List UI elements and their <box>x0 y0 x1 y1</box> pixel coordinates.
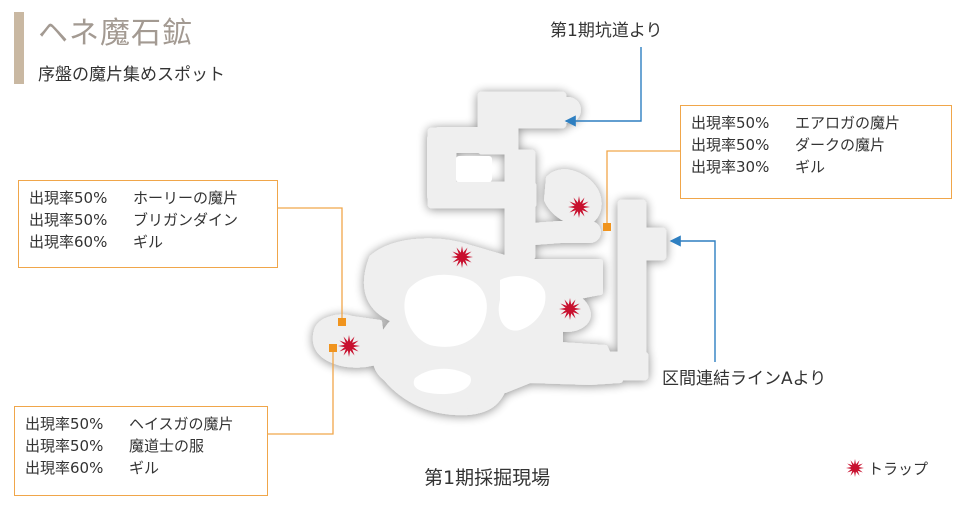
loot-row: 出現率50%魔道士の服 <box>25 437 205 455</box>
leader-line-left-bottom <box>268 348 334 435</box>
loot-row: 出現率60%ギル <box>29 233 164 251</box>
page-title: ヘネ魔石鉱 <box>38 16 193 51</box>
treasure-marker <box>329 344 337 352</box>
exit-label-right: 区間連結ラインAより <box>662 369 827 389</box>
treasure-marker <box>338 318 346 326</box>
trap-icon <box>846 459 864 477</box>
page-subtitle: 序盤の魔片集めスポット <box>38 65 225 85</box>
area-name: 第1期採掘現場 <box>424 467 551 489</box>
legend-trap-label: トラップ <box>868 459 929 478</box>
loot-row: 出現率50%ヘイスガの魔片 <box>25 415 234 433</box>
treasure-marker <box>603 223 611 231</box>
trap-icon <box>338 335 360 357</box>
loot-box-left-bottom: 出現率50%ヘイスガの魔片 出現率50%魔道士の服 出現率60%ギル <box>14 406 268 496</box>
loot-box-left-top: 出現率50%ホーリーの魔片 出現率50%ブリガンダイン 出現率60%ギル <box>18 180 278 268</box>
cave-floor <box>312 91 667 416</box>
exit-arrow-right <box>669 235 716 362</box>
loot-row: 出現率50%ブリガンダイン <box>29 211 239 229</box>
exit-arrow-top <box>564 47 642 127</box>
trap-icon <box>451 246 473 268</box>
loot-row: 出現率60%ギル <box>25 459 160 477</box>
legend: トラップ <box>844 457 928 479</box>
loot-box-upper-right: 出現率50%エアロガの魔片 出現率50%ダークの魔片 出現率30%ギル <box>680 105 952 199</box>
title-accent-bar <box>14 12 24 84</box>
trap-icon <box>559 298 581 320</box>
trap-icon <box>568 196 590 218</box>
loot-row: 出現率30%ギル <box>691 158 826 176</box>
loot-row: 出現率50%ダークの魔片 <box>691 136 886 154</box>
leader-line-right <box>606 150 680 227</box>
leader-line-left-top <box>278 207 343 322</box>
loot-row: 出現率50%エアロガの魔片 <box>691 114 901 132</box>
loot-row: 出現率50%ホーリーの魔片 <box>29 189 239 207</box>
exit-label-top: 第1期坑道より <box>550 21 663 41</box>
